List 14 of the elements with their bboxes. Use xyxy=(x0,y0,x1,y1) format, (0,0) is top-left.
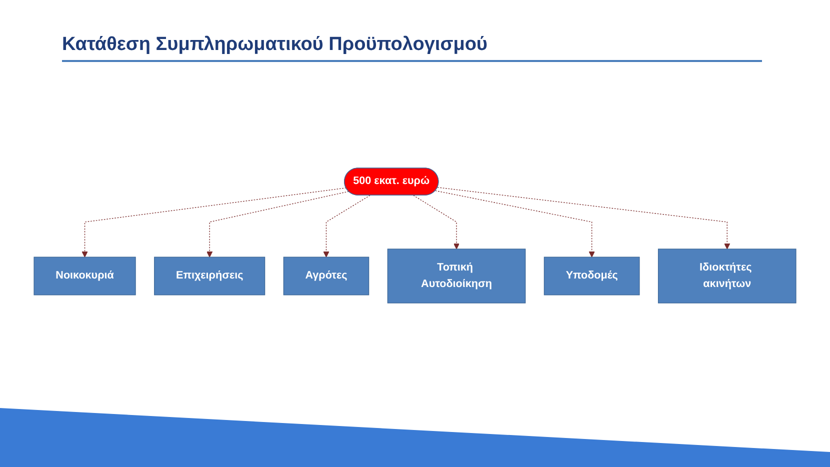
arrow xyxy=(82,188,346,258)
center-ellipse: 500 εκατ. ευρώ xyxy=(344,168,439,196)
arrow xyxy=(323,196,370,258)
category-box: Υποδομές xyxy=(544,257,640,296)
arrow xyxy=(437,188,730,250)
category-box: Νοικοκυριά xyxy=(34,257,136,296)
arrow xyxy=(435,190,595,258)
category-box: Επιχειρήσεις xyxy=(154,257,266,296)
arrow xyxy=(206,192,350,258)
category-box: Τοπική Αυτοδιοίκηση xyxy=(387,249,526,304)
arrow xyxy=(413,196,460,250)
category-box: Αγρότες xyxy=(283,257,370,296)
category-box: Ιδιοκτήτες ακινήτων xyxy=(658,249,796,304)
slide-title: Κατάθεση Συμπληρωματικού Προϋπολογισμού xyxy=(62,34,488,56)
